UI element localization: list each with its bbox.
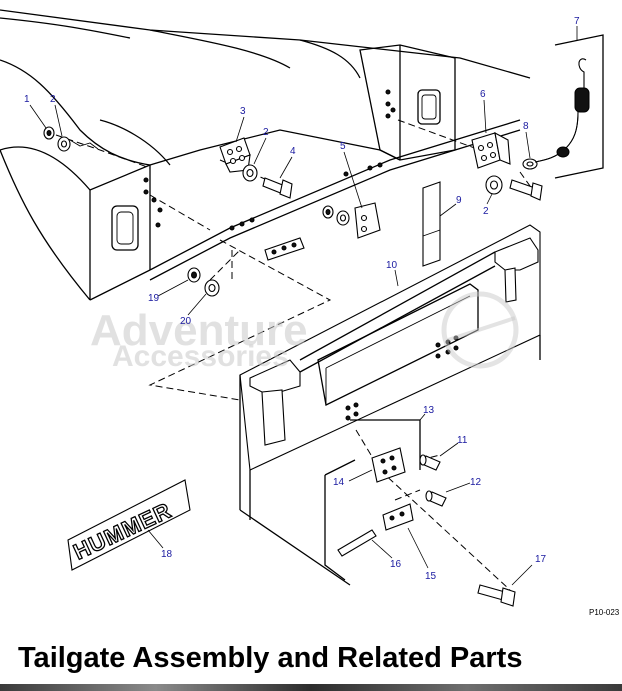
callout-5: 5 bbox=[340, 141, 346, 152]
figure-reference: P10-023 bbox=[589, 608, 620, 617]
callout-15: 15 bbox=[425, 571, 437, 582]
callout-7: 7 bbox=[574, 16, 580, 27]
callout-8: 8 bbox=[523, 121, 529, 132]
washer-part-20 bbox=[204, 279, 220, 297]
nut-part-5-assembly bbox=[322, 202, 381, 239]
tailgate-cable-part-7 bbox=[534, 34, 604, 179]
watermark: Adventure Accessories bbox=[90, 291, 519, 373]
washer-part-2a bbox=[57, 136, 71, 152]
bolt-part-11 bbox=[419, 454, 441, 471]
washer-part-2c bbox=[485, 175, 503, 195]
seal-part-9 bbox=[422, 181, 441, 267]
callout-19: 19 bbox=[148, 293, 160, 304]
callouts: 1 2 3 2 4 5 6 7 8 9 2 10 11 12 13 14 15 … bbox=[24, 16, 580, 582]
hinge-pin-part-16 bbox=[337, 529, 377, 557]
bolt-part-8 bbox=[509, 158, 543, 201]
bolt-part-12 bbox=[425, 490, 447, 507]
callout-leaders bbox=[29, 26, 578, 586]
callout-9: 9 bbox=[456, 195, 462, 206]
bottom-photo-strip bbox=[0, 684, 622, 691]
striker-plate bbox=[264, 237, 305, 261]
hinge-bracket-part-6 bbox=[471, 131, 511, 169]
page-title: Tailgate Assembly and Related Parts bbox=[18, 642, 523, 674]
callout-20: 20 bbox=[180, 316, 192, 327]
callout-4: 4 bbox=[290, 146, 296, 157]
hinge-bolt-part-17 bbox=[477, 584, 516, 607]
watermark-line-2: Accessories bbox=[112, 340, 289, 373]
hinge-half-part-15 bbox=[382, 503, 414, 531]
callout-10: 10 bbox=[386, 260, 398, 271]
callout-14: 14 bbox=[333, 477, 345, 488]
watermark-line-1: Adventure bbox=[90, 306, 308, 355]
callout-17: 17 bbox=[535, 554, 547, 565]
callout-18: 18 bbox=[161, 549, 173, 560]
hinge-plate-part-14 bbox=[371, 447, 406, 483]
callout-6: 6 bbox=[480, 89, 486, 100]
callout-11: 11 bbox=[457, 435, 468, 446]
vehicle-body bbox=[0, 9, 531, 301]
callout-2c: 2 bbox=[483, 206, 489, 217]
tailgate-part-10 bbox=[239, 224, 541, 586]
callout-3: 3 bbox=[240, 106, 246, 117]
callout-16: 16 bbox=[390, 559, 402, 570]
callout-2b: 2 bbox=[263, 127, 269, 138]
lower-hinge-group-part-13 bbox=[324, 459, 356, 581]
callout-13: 13 bbox=[423, 405, 435, 416]
washer-part-2b bbox=[242, 164, 258, 182]
nut-part-19 bbox=[187, 267, 201, 283]
callout-12: 12 bbox=[470, 477, 482, 488]
exploded-parts-diagram: HUMMER Adventure Accessories 1 2 bbox=[0, 9, 620, 617]
bolt-part-4 bbox=[262, 177, 293, 199]
nut-part-1 bbox=[43, 126, 55, 140]
callout-1: 1 bbox=[24, 94, 30, 105]
callout-2a: 2 bbox=[50, 94, 56, 105]
